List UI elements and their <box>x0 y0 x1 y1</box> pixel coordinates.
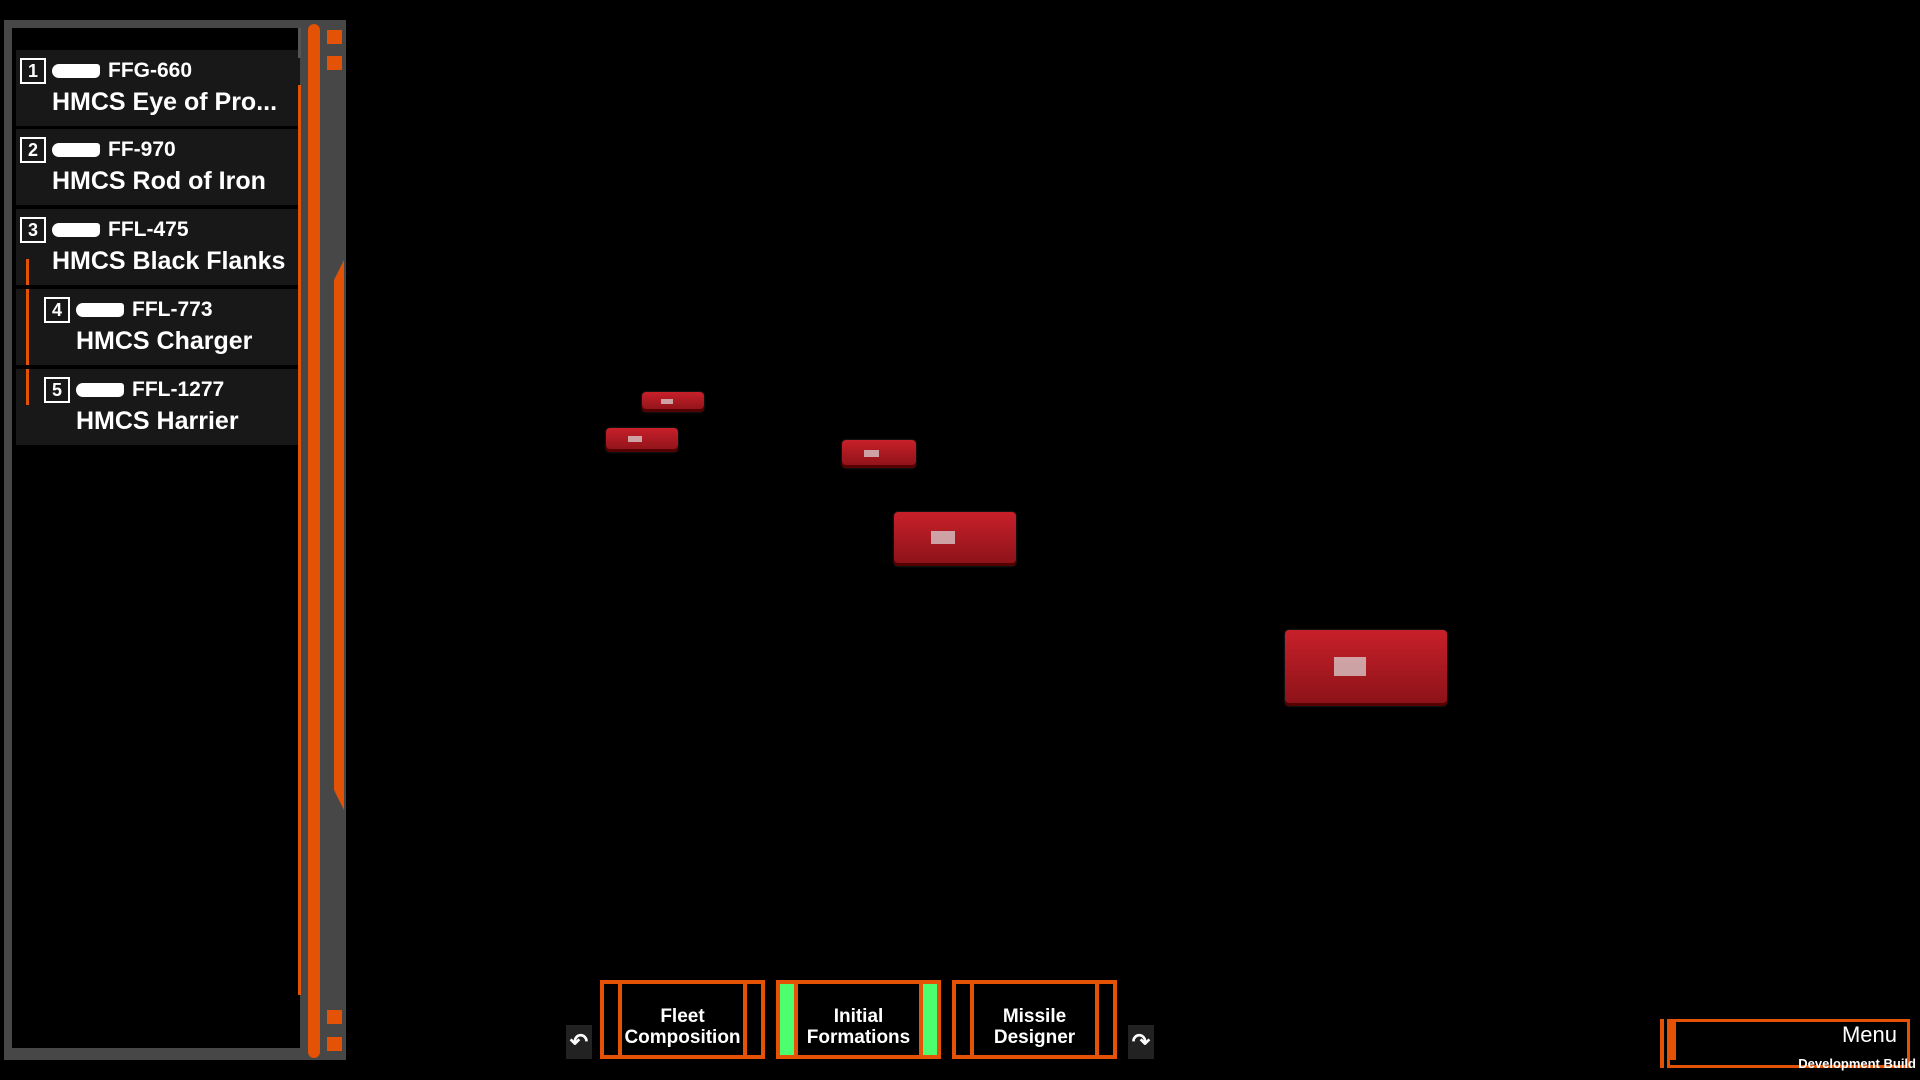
prev-tab-icon[interactable]: ↶ <box>566 1025 592 1059</box>
menu-accent <box>1660 1019 1664 1068</box>
menu-accent <box>1670 1022 1676 1060</box>
ship-silhouette-icon <box>52 223 100 237</box>
fleet-item-4[interactable]: 4 FFL-773 HMCS Charger <box>16 289 300 365</box>
list-scrollbar[interactable] <box>298 85 301 995</box>
tab-fleet-composition[interactable]: Fleet Composition <box>600 980 765 1059</box>
ship-name: HMCS Harrier <box>76 407 239 435</box>
fleet-item-3[interactable]: 3 FFL-475 HMCS Black Flanks <box>16 209 300 285</box>
ship-silhouette-icon <box>76 383 124 397</box>
tab-missile-designer[interactable]: Missile Designer <box>952 980 1117 1059</box>
decor-square <box>327 1037 342 1051</box>
fleet-item-1[interactable]: 1 FFG-660 HMCS Eye of Pro... <box>16 50 300 126</box>
ship-index: 2 <box>20 137 46 163</box>
tab-label: Missile Designer <box>993 1005 1076 1048</box>
menu-button[interactable]: Menu <box>1667 1019 1910 1068</box>
ship-hull: FFL-475 <box>108 218 189 241</box>
ship-index: 3 <box>20 217 46 243</box>
list-scrollbar-track <box>298 28 301 58</box>
fleet-item-2[interactable]: 2 FF-970 HMCS Rod of Iron <box>16 129 300 205</box>
ship-silhouette-icon <box>52 64 100 78</box>
ship-model[interactable] <box>894 512 1016 566</box>
ship-silhouette-icon <box>52 143 100 157</box>
fleet-item-5[interactable]: 5 FFL-1277 HMCS Harrier <box>16 369 300 445</box>
ship-hull: FFL-773 <box>132 298 213 321</box>
formation-tree-line <box>26 289 29 365</box>
ship-model[interactable] <box>1285 630 1447 706</box>
ship-model[interactable] <box>606 428 678 452</box>
formation-tree-line <box>26 259 29 285</box>
ship-index: 4 <box>44 297 70 323</box>
menu-label: Menu <box>1841 1022 1897 1047</box>
ship-hull: FFL-1277 <box>132 378 225 401</box>
ship-name: HMCS Charger <box>76 327 253 355</box>
decor-square <box>327 30 342 44</box>
ship-name: HMCS Black Flanks <box>52 247 286 275</box>
ship-index: 5 <box>44 377 70 403</box>
tab-label: Initial Formations <box>806 1005 911 1048</box>
ship-name: HMCS Eye of Pro... <box>52 88 278 116</box>
decor-square <box>327 1010 342 1024</box>
ship-model[interactable] <box>642 392 704 412</box>
tab-initial-formations[interactable]: Initial Formations <box>776 980 941 1059</box>
sidebar-accent-bar <box>334 260 344 810</box>
formation-tree-line <box>26 369 29 405</box>
ship-hull: FFG-660 <box>108 59 193 82</box>
sidebar-accent-bar <box>308 24 320 1058</box>
tab-label: Fleet Composition <box>624 1005 741 1048</box>
ship-model[interactable] <box>842 440 916 468</box>
ship-index: 1 <box>20 58 46 84</box>
development-build-label: Development Build <box>1798 1056 1916 1071</box>
next-tab-icon[interactable]: ↷ <box>1128 1025 1154 1059</box>
fleet-sidebar: 1 FFG-660 HMCS Eye of Pro... 2 FF-970 HM… <box>4 20 346 1060</box>
ship-silhouette-icon <box>76 303 124 317</box>
ship-hull: FF-970 <box>108 138 176 161</box>
ship-name: HMCS Rod of Iron <box>52 167 266 195</box>
decor-square <box>327 56 342 70</box>
